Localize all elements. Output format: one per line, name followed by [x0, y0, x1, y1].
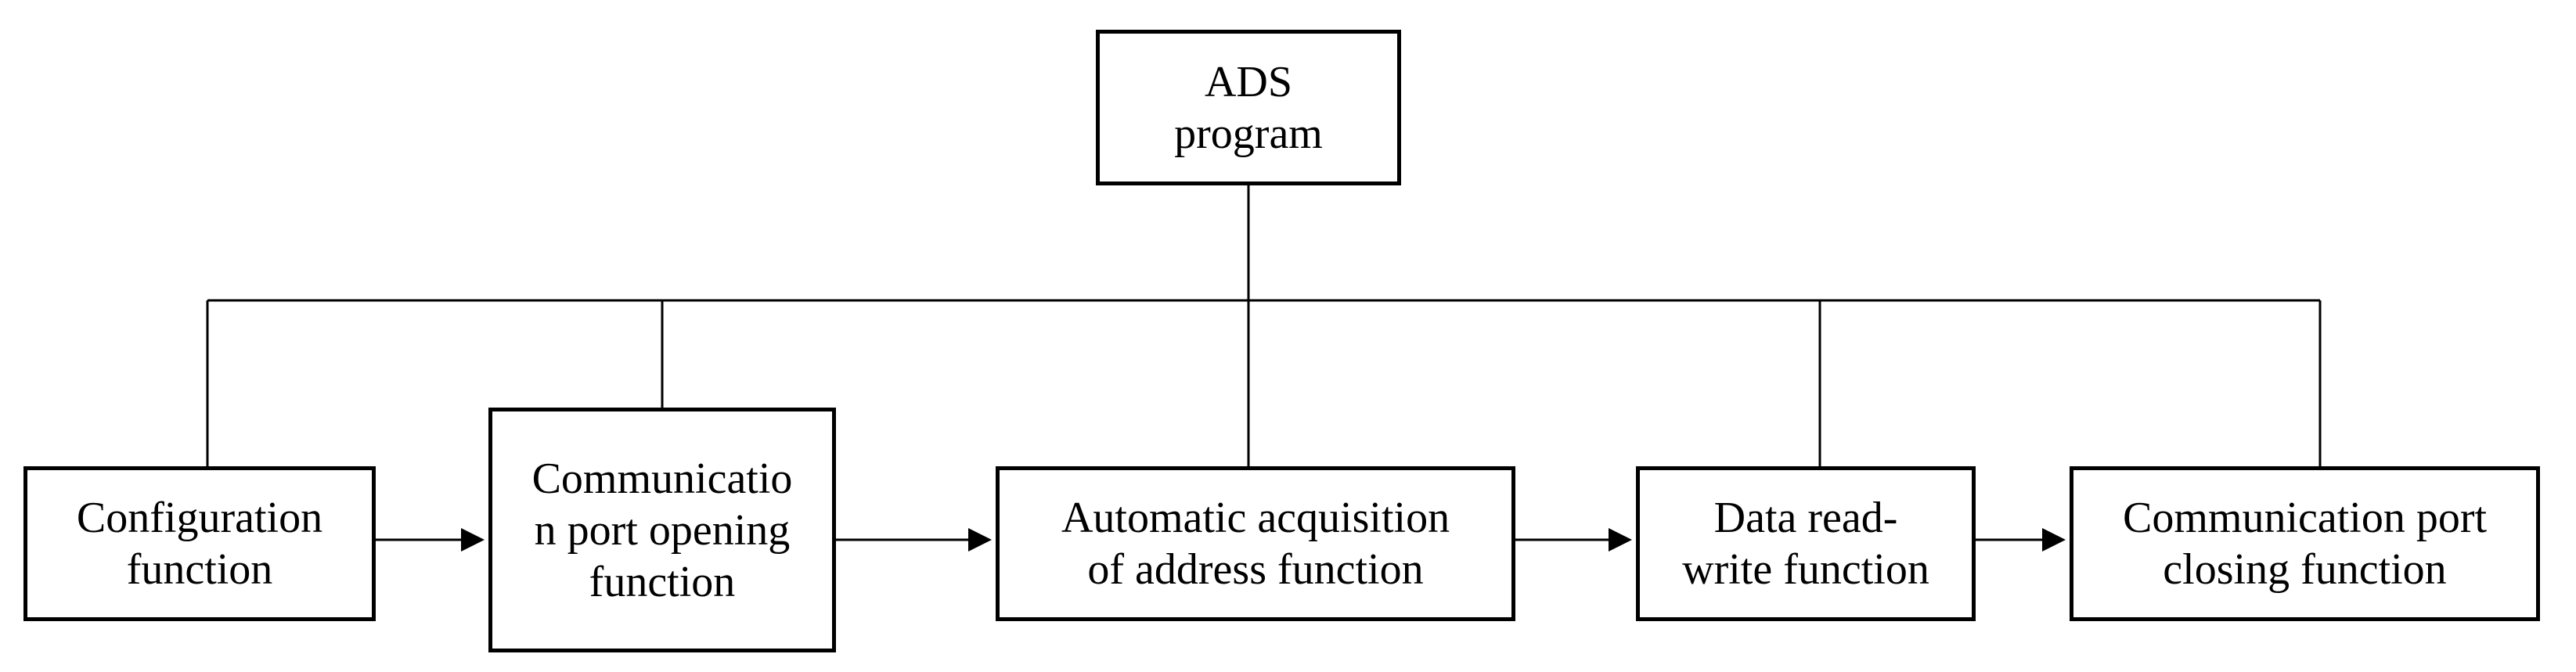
port-opening-function-label: Communicatio n port opening function [531, 454, 793, 606]
ads-program-box: ADS program [1096, 30, 1401, 185]
port-closing-function-box: Communication port closing function [2070, 466, 2540, 621]
ads-program-label: ADS program [1174, 57, 1323, 158]
port-closing-function-label: Communication port closing function [2122, 494, 2488, 594]
data-read-write-function-label: Data read- write function [1682, 494, 1929, 594]
configuration-function-label: Configuration function [76, 494, 323, 594]
port-opening-function-box: Communicatio n port opening function [488, 408, 836, 652]
data-read-write-function-box: Data read- write function [1636, 466, 1976, 621]
configuration-function-box: Configuration function [23, 466, 376, 621]
address-acquisition-function-box: Automatic acquisition of address functio… [996, 466, 1515, 621]
address-acquisition-function-label: Automatic acquisition of address functio… [1061, 494, 1450, 594]
